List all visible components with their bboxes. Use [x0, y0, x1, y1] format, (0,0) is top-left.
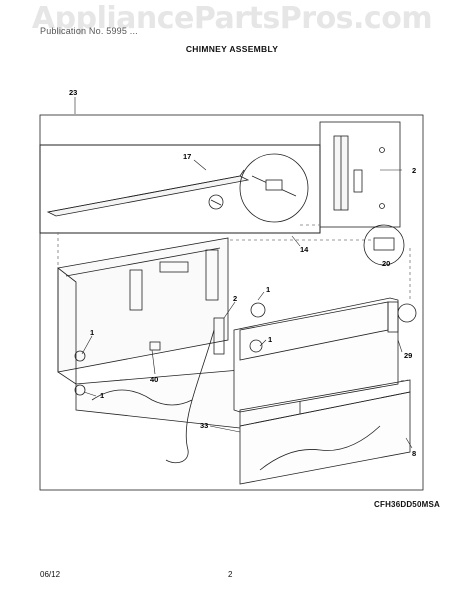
callout-23: 23 [69, 88, 77, 97]
callout-1-panel: 1 [268, 335, 272, 344]
callout-33: 33 [200, 421, 208, 430]
footer-date: 06/12 [40, 570, 61, 579]
callout-14: 14 [300, 245, 309, 254]
callout-1-left: 1 [90, 328, 94, 337]
callout-17: 17 [183, 152, 191, 161]
page-title: CHIMNEY ASSEMBLY [185, 44, 279, 54]
callout-2-mid: 2 [233, 294, 237, 303]
callout-40: 40 [150, 375, 158, 384]
callout-8: 8 [412, 449, 416, 458]
model-number: CFH36DD50MSA [374, 500, 440, 509]
callout-29: 29 [404, 351, 412, 360]
watermark: AppliancePartsPros.com [31, 1, 433, 36]
callout-20: 20 [382, 259, 390, 268]
callout-2-top: 2 [412, 166, 416, 175]
outer-frame [39, 114, 424, 491]
publication-header: Publication No. 5995 ... [40, 26, 138, 36]
page-number: 2 [228, 570, 233, 579]
callout-1-lower: 1 [100, 391, 104, 400]
callout-1-upper: 1 [266, 285, 270, 294]
